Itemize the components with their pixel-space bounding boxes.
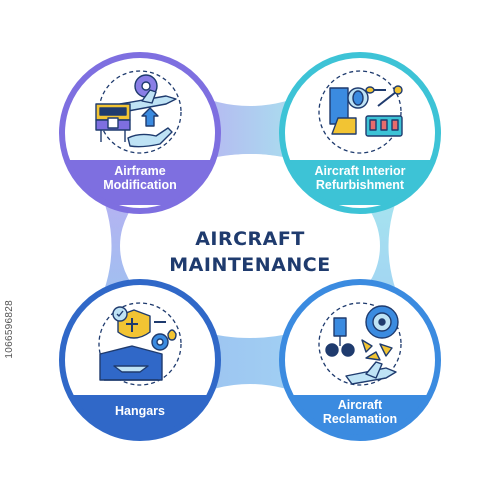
aircraft-interior-icon <box>329 85 403 137</box>
aircraft-reclamation-icon <box>325 305 399 385</box>
node-label-airframe-modification: Airframe Modification <box>103 164 177 192</box>
node-label-hangars: Hangars <box>114 404 166 418</box>
hangar-icon <box>99 306 177 381</box>
stock-image-id: 1066596828 <box>4 300 15 359</box>
diagram-title: AIRCRAFT MAINTENANCE <box>169 228 331 276</box>
node-label-aircraft-interior: Aircraft Interior Refurbishment <box>314 164 406 192</box>
airframe-modification-icon <box>95 74 177 148</box>
node-label-aircraft-reclamation: Aircraft Reclamation <box>322 398 398 426</box>
